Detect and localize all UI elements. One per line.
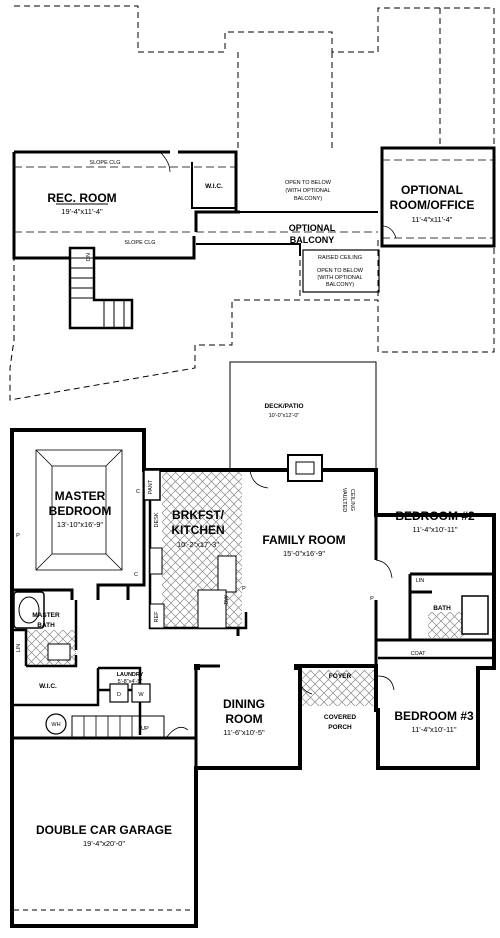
dining-size: 11'-6"x10'-5" — [223, 728, 265, 737]
garage-size: 19'-4"x20'-0" — [83, 839, 125, 848]
open-below-1-l1: OPEN TO BELOW — [285, 180, 332, 186]
wic-label: W.I.C. — [39, 683, 57, 690]
covered-porch-label-1: COVERED — [324, 714, 356, 721]
optional-room-size: 11'-4"x11'-4" — [412, 215, 453, 224]
lin2-label: LIN — [416, 578, 425, 584]
slope-clg-bottom: SLOPE CLG — [124, 240, 155, 246]
upper-stair — [68, 246, 134, 330]
deck-size: 10'-0"x12'-0" — [269, 413, 300, 419]
laundry-label: LAUNDRY — [117, 672, 144, 678]
c1-label: C — [136, 489, 140, 495]
rec-room-label: REC. ROOM — [47, 191, 116, 205]
kitchen-label-1: BRKFST/ — [172, 508, 225, 522]
pant-label: PANT — [148, 479, 154, 494]
optional-room-label-1: OPTIONAL — [401, 183, 463, 197]
coat-label: COAT — [411, 651, 427, 657]
master-bath-label-1: MASTER — [32, 612, 60, 619]
master-bedroom-label-2: BEDROOM — [49, 504, 112, 518]
deck-outline — [229, 361, 377, 470]
kitchen-size: 10'-2"x17'-3" — [177, 540, 219, 549]
up-label: UP — [141, 726, 149, 732]
covered-porch-label-2: PORCH — [328, 724, 352, 731]
laundry-size: 5'-8"x4'-5" — [118, 679, 143, 685]
optional-balcony-label-2: BALCONY — [290, 235, 335, 245]
vaulted-label-2: CEILING — [349, 489, 355, 511]
slope-clg-top: SLOPE CLG — [89, 160, 120, 166]
kitchen-label-2: KITCHEN — [171, 523, 224, 537]
p3-label: P — [370, 596, 374, 602]
open-below-2-l2: (WITH OPTIONAL — [317, 275, 362, 281]
master-bedroom-size: 13'-10"x16'-9" — [57, 520, 103, 529]
dining-label-2: ROOM — [225, 712, 262, 726]
bedroom2-size: 11'-4"x10'-11" — [412, 525, 457, 534]
wh-label: WH — [51, 722, 60, 728]
family-room-label: FAMILY ROOM — [262, 533, 345, 547]
garage-stair — [71, 715, 189, 739]
washer-label: W — [138, 692, 144, 698]
open-below-1-l2: (WITH OPTIONAL — [285, 188, 330, 194]
desk-label: DESK — [154, 512, 160, 527]
upper-roof-outline — [9, 5, 495, 401]
water-heater — [45, 713, 67, 735]
bedroom2-label: BEDROOM #2 — [395, 509, 475, 523]
open-below-1-l3: BALCONY) — [294, 196, 322, 202]
p1-label: P — [16, 533, 20, 539]
optional-room-label-2: ROOM/OFFICE — [390, 198, 475, 212]
upper-floor: REC. ROOM 19'-4"x11'-4" SLOPE CLG SLOPE … — [9, 5, 496, 401]
bath-floor-hatch — [428, 612, 464, 638]
open-below-2-l1: OPEN TO BELOW — [317, 268, 364, 274]
rec-room-size: 19'-4"x11'-4" — [61, 207, 103, 216]
family-room-size: 15'-0"x16'-9" — [283, 549, 325, 558]
upper-wic-label: W.I.C. — [205, 183, 223, 190]
stair-dn-label: DN — [86, 253, 92, 261]
deck-label: DECK/PATIO — [264, 403, 303, 410]
bedroom3-label: BEDROOM #3 — [394, 709, 474, 723]
lin1-label: LIN — [16, 644, 22, 653]
raised-ceiling-label: RAISED CEILING — [318, 255, 362, 261]
optional-room-walls — [380, 146, 496, 248]
main-floor: DECK/PATIO 10'-0"x12'-0" MASTER BEDROOM … — [10, 361, 496, 928]
foyer-floor-hatch — [300, 670, 376, 706]
open-below-2-l3: BALCONY) — [326, 282, 354, 288]
bath-label: BATH — [433, 605, 451, 612]
master-bedroom-label-1: MASTER — [55, 489, 106, 503]
fireplace — [287, 454, 323, 482]
foyer-label: FOYER — [329, 673, 352, 680]
raised-ceiling-box — [302, 249, 380, 293]
dryer — [109, 683, 129, 703]
garage-label: DOUBLE CAR GARAGE — [36, 823, 172, 837]
bedroom3-size: 11'-4"x10'-11" — [411, 725, 456, 734]
c2-label: C — [134, 572, 138, 578]
optional-balcony-label-1: OPTIONAL — [289, 223, 336, 233]
vaulted-label-1: VAULTED — [341, 488, 347, 513]
optional-balcony-rail — [196, 211, 378, 256]
p2-label: P — [242, 586, 246, 592]
ref-label: REF — [154, 611, 160, 623]
master-bath-label-2: BATH — [37, 622, 55, 629]
washer — [131, 683, 151, 703]
dryer-label: D — [117, 692, 121, 698]
dining-label-1: DINING — [223, 697, 265, 711]
dw-label: DW — [224, 595, 230, 605]
